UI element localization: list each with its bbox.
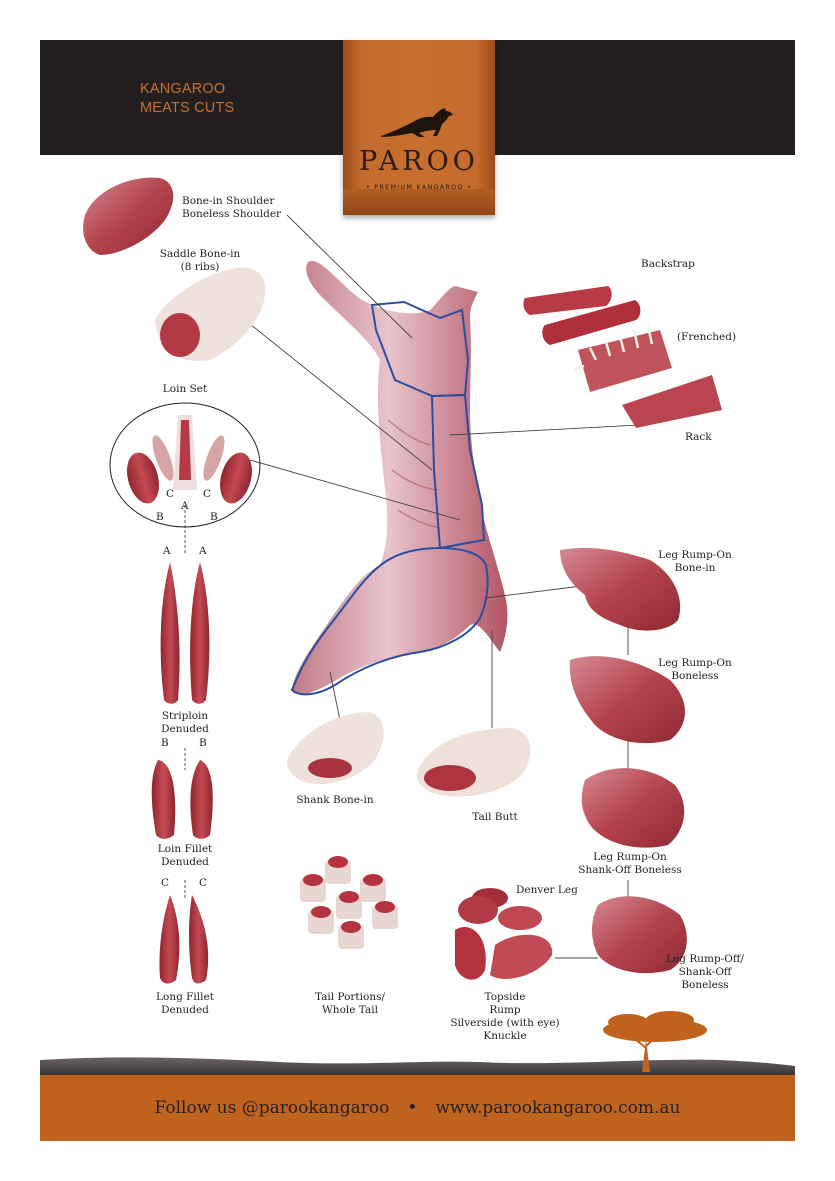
label-leg-rump-on-shank-off: Leg Rump-On Shank-Off Boneless bbox=[565, 851, 695, 877]
footer-website-link[interactable]: www.parookangaroo.com.au bbox=[435, 1098, 681, 1118]
loin-letter-a: A bbox=[181, 500, 189, 512]
frenched-rack-image bbox=[573, 325, 672, 392]
label-leg-rump-on-boneless: Leg Rump-On Boneless bbox=[635, 657, 755, 683]
rack-image bbox=[622, 375, 722, 428]
header-title-line1: KANGAROO bbox=[140, 81, 226, 97]
ribbon-fold bbox=[343, 189, 495, 215]
label-silverside: Silverside (with eye) bbox=[450, 1017, 560, 1029]
label-leg-rump-off-line2: Shank-Off bbox=[678, 966, 732, 978]
label-saddle-line2: (8 ribs) bbox=[180, 261, 220, 273]
header-title-line2: MEATS CUTS bbox=[140, 100, 235, 116]
label-striploin-line1: Striploin bbox=[161, 710, 209, 722]
label-leg-rump-off-line1: Leg Rump-Off/ bbox=[666, 953, 744, 965]
loin-set-circle bbox=[109, 402, 261, 528]
backstrap-image bbox=[523, 286, 641, 345]
connector-lines bbox=[184, 214, 641, 959]
label-long-fillet-line1: Long Fillet bbox=[156, 991, 214, 1003]
label-denver-cuts: Topside Rump Silverside (with eye) Knuck… bbox=[440, 991, 570, 1043]
brand-tagline: • PREMIUM KANGAROO • bbox=[366, 183, 472, 191]
label-tail-portions-line1: Tail Portions/ bbox=[314, 991, 386, 1003]
brand-ribbon: PAROO • PREMIUM KANGAROO • bbox=[343, 40, 495, 215]
bone-in-shoulder-image bbox=[83, 177, 174, 255]
label-saddle-line1: Saddle Bone-in bbox=[159, 248, 241, 260]
label-long-fillet: Long Fillet Denuded bbox=[135, 991, 235, 1017]
label-leg-rump-off: Leg Rump-Off/ Shank-Off Boneless bbox=[655, 953, 755, 992]
striploin-letter-a-left: A bbox=[163, 545, 171, 557]
landscape-hills bbox=[40, 1057, 795, 1075]
footer-text: Follow us @parookangaroo • www.parookangar… bbox=[40, 1098, 795, 1118]
header-title: KANGAROO MEATS CUTS bbox=[140, 80, 280, 118]
striploin-image bbox=[160, 562, 210, 704]
denver-leg-image bbox=[455, 888, 553, 980]
label-shank-bone-in: Shank Bone-in bbox=[296, 794, 374, 806]
tail-portions-image bbox=[300, 856, 398, 949]
leg-rump-on-boneless-image bbox=[569, 656, 685, 744]
saddle-image bbox=[155, 267, 266, 362]
label-tail-portions: Tail Portions/ Whole Tail bbox=[295, 991, 405, 1017]
label-leg-rump-on-boneless-line2: Boneless bbox=[671, 670, 719, 682]
footer-social-link[interactable]: Follow us @parookangaroo bbox=[154, 1098, 390, 1118]
loin-letter-b-left: B bbox=[156, 511, 164, 523]
label-backstrap: Backstrap bbox=[641, 258, 695, 270]
loin-letter-c-right: C bbox=[203, 488, 212, 500]
label-leg-rump-on-shank-off-line1: Leg Rump-On bbox=[593, 851, 667, 863]
footer-bar bbox=[40, 1075, 795, 1141]
footer-separator: • bbox=[407, 1098, 418, 1118]
leg-rump-off-image bbox=[592, 896, 687, 974]
label-bone-in-shoulder: Bone-in Shoulder bbox=[182, 195, 275, 207]
loin-letter-c-left: C bbox=[166, 488, 175, 500]
label-leg-rump-on-bone-in: Leg Rump-On Bone-in bbox=[635, 549, 755, 575]
long-fillet-image bbox=[159, 895, 209, 984]
tree-icon bbox=[603, 1011, 707, 1072]
leg-rump-on-shank-off-image bbox=[581, 768, 685, 848]
label-loin-fillet-line2: Denuded bbox=[161, 856, 209, 868]
label-saddle: Saddle Bone-in (8 ribs) bbox=[150, 248, 250, 274]
label-rack: Rack bbox=[685, 431, 712, 443]
label-denver-leg: Denver Leg bbox=[516, 884, 578, 896]
long-fillet-letter-c-left: C bbox=[161, 877, 170, 889]
label-tail-butt: Tail Butt bbox=[472, 811, 518, 823]
loin-letter-b-right: B bbox=[210, 511, 218, 523]
label-leg-rump-on-shank-off-line2: Shank-Off Boneless bbox=[578, 864, 682, 876]
label-long-fillet-line2: Denuded bbox=[161, 1004, 209, 1016]
loin-fillet-image bbox=[151, 760, 213, 839]
label-knuckle: Knuckle bbox=[483, 1030, 527, 1042]
label-tail-portions-line2: Whole Tail bbox=[322, 1004, 378, 1016]
label-shoulder: Bone-in Shoulder Boneless Shoulder bbox=[182, 195, 281, 221]
leg-rump-on-bone-in-image bbox=[560, 548, 681, 631]
label-loin-fillet: Loin Fillet Denuded bbox=[135, 843, 235, 869]
striploin-letter-a-right: A bbox=[199, 545, 207, 557]
label-boneless-shoulder: Boneless Shoulder bbox=[182, 208, 282, 220]
label-leg-rump-on-bone-in-line2: Bone-in bbox=[674, 562, 716, 574]
carcass bbox=[290, 260, 508, 696]
brand-name: PAROO bbox=[359, 146, 479, 177]
label-striploin: Striploin Denuded bbox=[135, 710, 235, 736]
label-leg-rump-on-boneless-line1: Leg Rump-On bbox=[658, 657, 732, 669]
label-rump: Rump bbox=[489, 1004, 521, 1016]
loin-fillet-letter-b-left: B bbox=[161, 737, 169, 749]
label-frenched: (Frenched) bbox=[677, 331, 737, 343]
label-leg-rump-off-line3: Boneless bbox=[681, 979, 729, 991]
label-loin-fillet-line1: Loin Fillet bbox=[157, 843, 213, 855]
loin-fillet-letter-b-right: B bbox=[199, 737, 207, 749]
label-loin-set: Loin Set bbox=[162, 383, 208, 395]
loin-set-image bbox=[127, 415, 252, 504]
kangaroo-logo-icon bbox=[381, 108, 453, 137]
long-fillet-letter-c-right: C bbox=[199, 877, 208, 889]
label-leg-rump-on-bone-in-line1: Leg Rump-On bbox=[658, 549, 732, 561]
label-topside: Topside bbox=[484, 991, 526, 1003]
label-striploin-line2: Denuded bbox=[161, 723, 209, 735]
